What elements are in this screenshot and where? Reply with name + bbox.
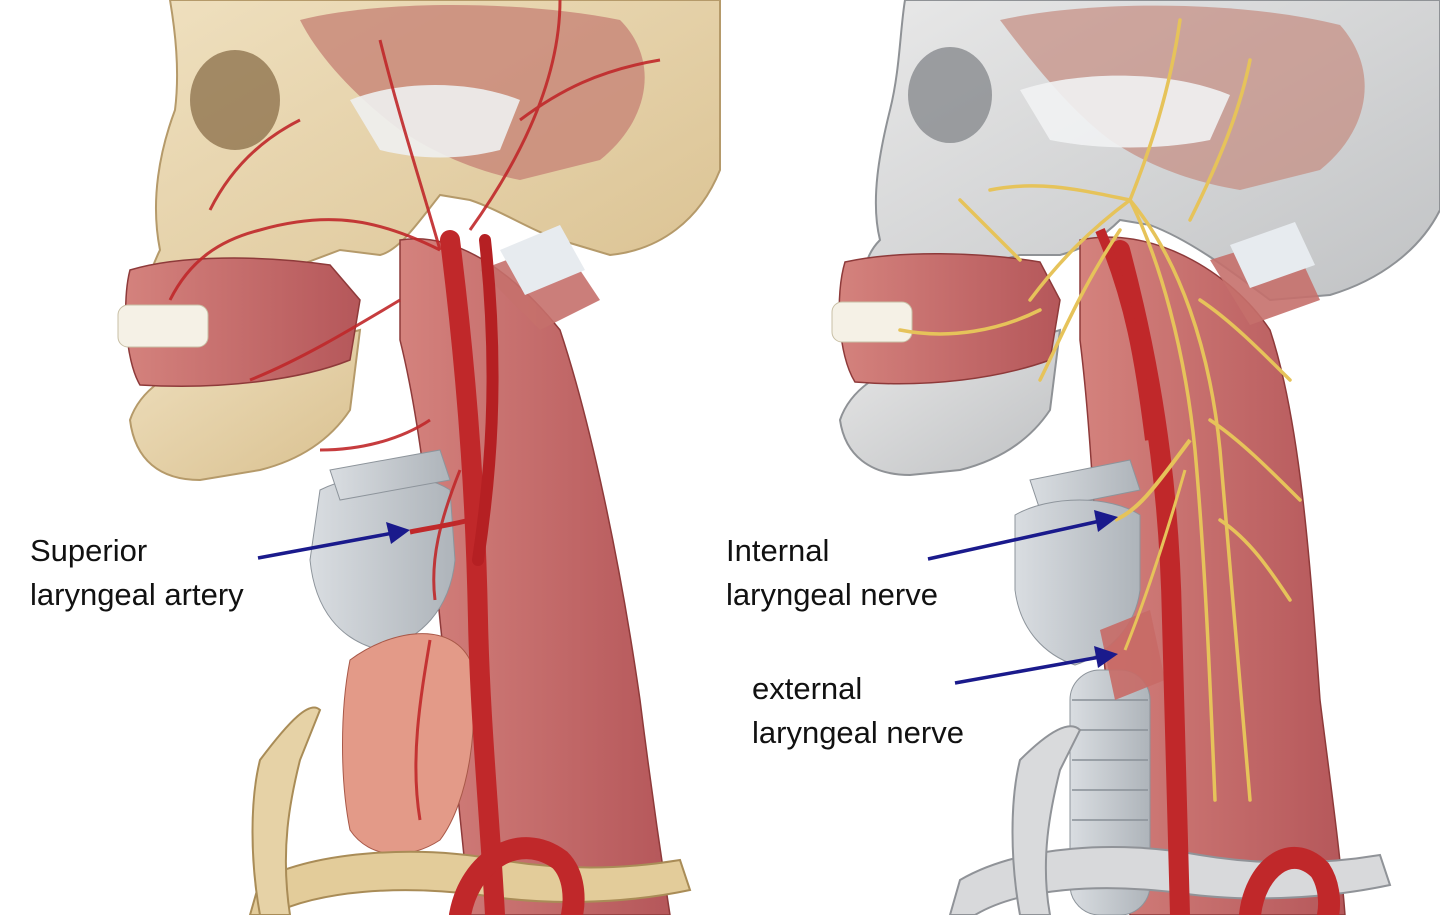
internal-laryngeal-nerve-label-line2: laryngeal nerve (726, 577, 938, 612)
hyoid-left (329, 449, 451, 501)
internal-laryngeal-nerve-label-line1: Internal (726, 533, 830, 568)
teeth-left (117, 304, 209, 348)
right-panel-nerve-illustration (831, 0, 1440, 915)
rib-right (1011, 725, 1082, 915)
common-carotid-artery-left (440, 230, 505, 915)
external-carotid-right (1095, 228, 1155, 441)
hyoid-right (1029, 459, 1141, 511)
sternocleidomastoid-tendon-right (1230, 222, 1315, 288)
carotid-artery-right (1110, 240, 1190, 915)
external-laryngeal-nerve-label-line2: laryngeal nerve (752, 715, 964, 750)
aortic-arch-left (449, 837, 585, 915)
arrow-icon (257, 522, 410, 560)
sternocleidomastoid-tendon-left (500, 225, 585, 295)
rib-left (251, 706, 322, 915)
superior-laryngeal-artery-label-line2: laryngeal artery (30, 577, 244, 612)
nerves-right (898, 18, 1302, 802)
superior-laryngeal-artery-label-line1: Superior (30, 533, 148, 568)
external-laryngeal-nerve-label: external laryngeal nerve (752, 667, 964, 755)
left-panel-arterial-illustration (117, 0, 721, 915)
external-laryngeal-nerve (1123, 469, 1187, 651)
orbit-right (908, 47, 992, 143)
arrow-icon (927, 510, 1118, 561)
teeth-right (831, 301, 913, 343)
internal-carotid-artery-left (472, 234, 499, 566)
internal-laryngeal-nerve-label: Internal laryngeal nerve (726, 529, 938, 617)
thyroid-gland-left (342, 633, 475, 855)
superior-laryngeal-artery-label: Superior laryngeal artery (30, 529, 244, 617)
orbit-left (190, 50, 280, 150)
facial-arteries-left (168, 0, 661, 821)
external-laryngeal-nerve-label-line1: external (752, 671, 863, 706)
temporal-tendon-left (350, 85, 520, 158)
aortic-arch-right (1239, 847, 1340, 915)
temporal-tendon-right (1020, 75, 1230, 148)
arrow-icon (954, 646, 1118, 685)
internal-laryngeal-nerve (1114, 438, 1192, 522)
cricothyroid-muscle-right (1100, 610, 1165, 700)
lips-muscle-left (124, 257, 361, 387)
